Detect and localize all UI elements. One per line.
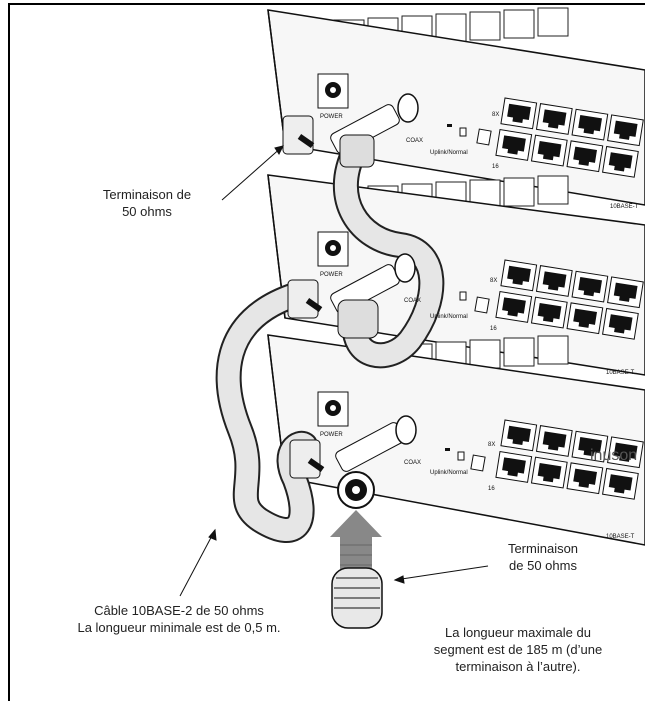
port8x-label-1: 8X: [492, 112, 499, 118]
tenbase-label-1: 10BASE-T: [610, 204, 639, 210]
port8x-label-3: 8X: [488, 442, 495, 448]
bnc-t-connector-top: [282, 93, 419, 168]
power-label-3: POWER: [320, 432, 343, 438]
tenbase-label-3: 10BASE-T: [606, 534, 635, 540]
label-terminator-bottom-line2: de 50 ohms: [509, 558, 577, 573]
label-cable: Câble 10BASE-2 de 50 ohms La longueur mi…: [44, 602, 314, 636]
coax-cable-top-to-middle: [332, 137, 445, 369]
bnc-t-connector-middle: [287, 253, 416, 339]
uplink-label-2: Uplink/Normal: [430, 314, 468, 320]
tenbase-label-2: 10BASE-T: [606, 370, 635, 376]
uplink-label-3: Uplink/Normal: [430, 470, 468, 476]
label-max-length-line3: terminaison à l’autre).: [455, 659, 581, 674]
hub-top: [267, 7, 645, 206]
port16-label-3: 16: [488, 486, 495, 492]
hub-bottom: [267, 334, 645, 546]
power-label-2: POWER: [320, 272, 343, 278]
label-terminator-bottom: Terminaison de 50 ohms: [478, 540, 608, 574]
bnc-t-connector-bottom: [289, 415, 417, 509]
uplink-label-1: Uplink/Normal: [430, 150, 468, 156]
label-cable-line1: Câble 10BASE-2 de 50 ohms: [94, 603, 264, 618]
label-terminator-top: Terminaison de 50 ohms: [82, 186, 212, 220]
label-terminator-top-line1: Terminaison de: [102, 187, 192, 202]
port16-label-1: 16: [492, 164, 499, 170]
power-label-1: POWER: [320, 114, 343, 120]
label-max-length: La longueur maximale du segment est de 1…: [408, 624, 628, 675]
leader-lines: [179, 145, 489, 597]
loose-terminator: [331, 567, 383, 629]
port16-label-2: 16: [490, 326, 497, 332]
label-terminator-bottom-line1: Terminaison: [507, 541, 579, 556]
label-cable-line2: La longueur minimale est de 0,5 m.: [77, 620, 281, 635]
coax-label-3: COAX: [404, 460, 421, 466]
coax-label-2: COAX: [404, 298, 421, 304]
label-max-length-line1: La longueur maximale du: [445, 625, 591, 640]
label-max-length-line2: segment est de 185 m (d’une: [433, 642, 603, 657]
label-terminator-top-line2: 50 ohms: [122, 204, 172, 219]
insert-arrow: [330, 510, 382, 575]
brand-fragment: inuson: [590, 447, 637, 464]
coax-label-1: COAX: [406, 138, 423, 144]
port8x-label-2: 8X: [490, 278, 497, 284]
